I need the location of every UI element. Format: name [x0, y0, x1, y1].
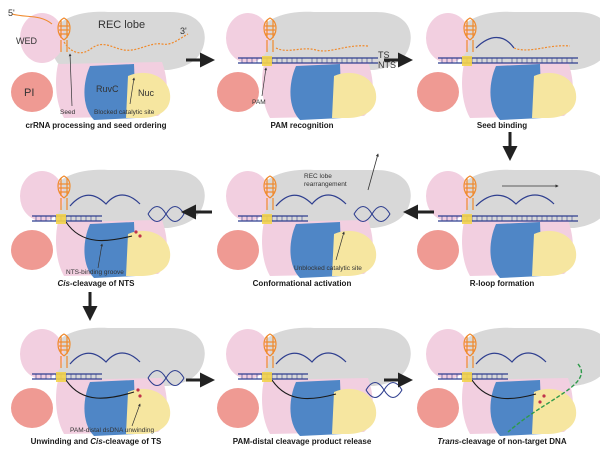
five-prime-label: 5' — [8, 8, 15, 18]
rec-rearrangement-annotation-2: rearrangement — [304, 181, 347, 188]
pam-distal-unwinding-annotation: PAM-distal dsDNA unwinding — [70, 427, 154, 434]
panel-trans-cleavage: Trans-cleavage of non-target DNA — [417, 327, 600, 446]
panel-cis-cleavage-nts: NTS-binding groove Cis-cleavage of NTS — [11, 169, 205, 288]
blocked-site-annotation: Blocked catalytic site — [94, 109, 155, 116]
caption-crrna-processing: crRNA processing and seed ordering — [25, 121, 166, 130]
panel-product-release: PAM-distal cleavage product release — [217, 327, 411, 446]
nuc-label: Nuc — [138, 88, 155, 98]
caption-cis-cleavage-nts: Cis-cleavage of NTS — [58, 279, 136, 288]
panel-crrna-processing: 5' 3' REC lobe WED PI RuvC Nuc Seed Bloc… — [8, 8, 205, 130]
pi-label: PI — [24, 87, 34, 99]
panel-r-loop: R-loop formation — [417, 169, 600, 288]
ts-label: TS — [378, 50, 390, 60]
seed-annotation: Seed — [60, 109, 76, 116]
caption-r-loop: R-loop formation — [470, 279, 535, 288]
caption-seed-binding: Seed binding — [477, 121, 527, 130]
three-prime-label: 3' — [180, 26, 187, 36]
caption-p7-italic: Cis — [90, 437, 103, 446]
flow-arrows — [82, 52, 518, 388]
caption-p4-italic: Cis — [58, 279, 71, 288]
caption-p9-rest: -cleavage of non-target DNA — [459, 437, 567, 446]
panel-pam-recognition: TS NTS PAM PAM recognition — [217, 11, 411, 130]
caption-trans-cleavage: Trans-cleavage of non-target DNA — [437, 437, 566, 446]
caption-product-release: PAM-distal cleavage product release — [233, 437, 372, 446]
caption-p4-rest: -cleavage of NTS — [70, 279, 135, 288]
caption-p9-italic: Trans — [437, 437, 459, 446]
panel-seed-binding: Seed binding — [417, 11, 600, 130]
caption-conformational-activation: Conformational activation — [253, 279, 352, 288]
wed-label: WED — [16, 36, 37, 46]
ruvc-label: RuvC — [96, 84, 119, 94]
pam-annotation: PAM — [252, 99, 266, 106]
rec-rearrangement-annotation-1: REC lobe — [304, 173, 332, 180]
caption-p7-pre: Unwinding and — [31, 437, 91, 446]
unblocked-site-annotation: Unblocked catalytic site — [294, 265, 362, 272]
panel-unwinding-cis-ts: PAM-distal dsDNA unwinding Unwinding and… — [11, 327, 205, 446]
panel-conformational-activation: REC lobe rearrangement Unblocked catalyt… — [217, 153, 411, 288]
caption-p7-rest: -cleavage of TS — [103, 437, 162, 446]
nts-groove-annotation: NTS-binding groove — [66, 269, 124, 276]
caption-pam-recognition: PAM recognition — [271, 121, 334, 130]
rec-lobe-label: REC lobe — [98, 19, 145, 31]
nts-label: NTS — [378, 60, 396, 70]
caption-unwinding-cis-ts: Unwinding and Cis-cleavage of TS — [31, 437, 162, 446]
